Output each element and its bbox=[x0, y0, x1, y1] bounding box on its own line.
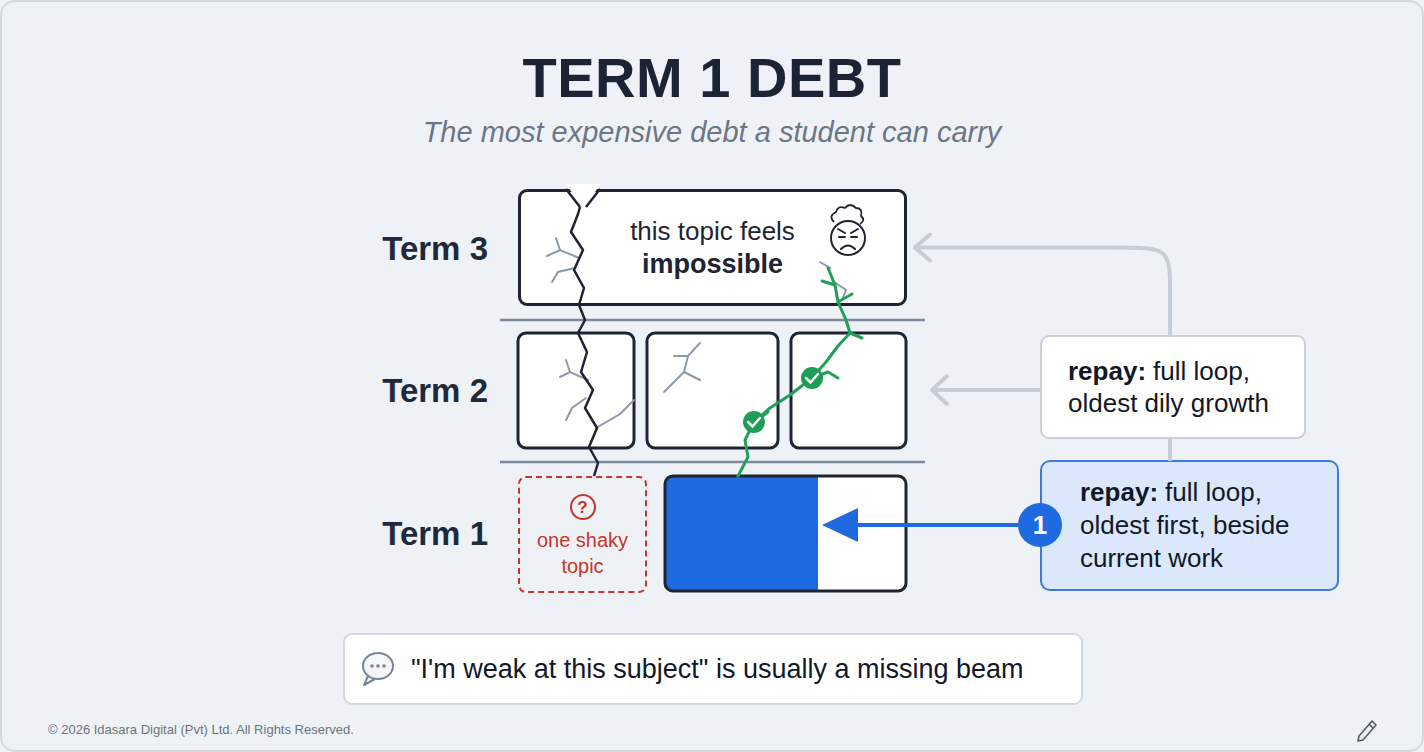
pointer-head bbox=[932, 376, 947, 404]
crack-branch bbox=[684, 372, 700, 380]
pen-band bbox=[1369, 724, 1373, 728]
crack-notch bbox=[566, 184, 600, 210]
face-mouth bbox=[841, 246, 855, 250]
repaid-topic-fill bbox=[665, 476, 818, 591]
crack-branch bbox=[556, 238, 560, 250]
pen-icon bbox=[1358, 721, 1376, 741]
face-outline bbox=[831, 221, 865, 255]
check-badge bbox=[801, 367, 823, 389]
crack-branch bbox=[552, 268, 575, 282]
pointer-line bbox=[932, 388, 1040, 392]
pointer-line bbox=[1168, 438, 1172, 461]
crack-branches bbox=[547, 238, 846, 428]
speech-dot bbox=[376, 664, 380, 668]
copyright-note: © 2026 Idasara Digital (Pvt) Ltd. All Ri… bbox=[48, 723, 354, 736]
crack-branch bbox=[596, 400, 634, 428]
shaky-topic-box: ? one shaky topic bbox=[518, 476, 647, 593]
repair-line bbox=[738, 268, 850, 476]
check-mark bbox=[748, 418, 760, 427]
crack-branch bbox=[547, 250, 579, 258]
topic-block-outline bbox=[665, 476, 906, 591]
pen-body bbox=[1358, 721, 1376, 741]
repay-callout: repay:full loop, oldest dily growth bbox=[1040, 335, 1306, 439]
repair-branch bbox=[838, 294, 852, 302]
callout-number: 1 bbox=[1018, 503, 1062, 547]
callout-number-text: 1 bbox=[1033, 512, 1047, 538]
repay-arrow-head bbox=[822, 508, 858, 542]
crack-branch bbox=[674, 343, 700, 356]
repair-branch bbox=[822, 281, 835, 285]
crack-branch bbox=[566, 398, 586, 420]
topic-emphasis: impossible bbox=[642, 248, 783, 281]
crack-branch bbox=[566, 360, 570, 372]
check-badge bbox=[743, 411, 765, 433]
crack-branch bbox=[664, 356, 688, 392]
speech-dot bbox=[370, 664, 374, 668]
quote-box: "I'm weak at this subject" is usually a … bbox=[343, 633, 1083, 705]
topic-block bbox=[665, 476, 906, 591]
row-label: Term 3 bbox=[382, 232, 488, 265]
crack-edge bbox=[566, 189, 580, 207]
row-label: Term 2 bbox=[382, 374, 488, 407]
face-brows bbox=[838, 229, 858, 233]
term-separator bbox=[500, 319, 925, 322]
text-wrap: repay:full loop, oldest first, beside cu… bbox=[1080, 476, 1310, 575]
row-label: Term 1 bbox=[382, 517, 488, 550]
diagram-title: TERM 1 DEBT bbox=[0, 50, 1424, 106]
speech-icon bbox=[363, 653, 393, 685]
repay-arrow-line bbox=[854, 523, 1018, 527]
repair-branch bbox=[850, 333, 862, 338]
main-crack bbox=[571, 207, 598, 476]
connector-arrow bbox=[915, 248, 1170, 336]
question-mark: ? bbox=[570, 494, 596, 520]
callout-heading: repay: bbox=[1080, 477, 1158, 507]
speech-dot bbox=[382, 664, 386, 668]
topic-block bbox=[518, 333, 634, 448]
frustrated-face bbox=[831, 205, 865, 255]
speech-bubble bbox=[363, 653, 393, 679]
crack-edge bbox=[586, 189, 600, 207]
callout-heading: repay: bbox=[1068, 356, 1146, 386]
topic-block bbox=[791, 333, 906, 448]
face-eyes bbox=[839, 236, 857, 238]
subtitle: The most expensive debt a student can ca… bbox=[423, 118, 1002, 147]
text-wrap: repay:full loop, oldest dily growth bbox=[1068, 355, 1298, 419]
topic-text: this topic feels bbox=[630, 215, 795, 248]
repay-callout-active: repay:full loop, oldest first, beside cu… bbox=[1040, 460, 1339, 591]
quote-text: "I'm weak at this subject" is usually a … bbox=[411, 654, 1024, 685]
term-separator bbox=[500, 461, 925, 464]
shaky-text: one shaky topic bbox=[528, 527, 638, 579]
check-mark bbox=[806, 374, 818, 383]
topic-block bbox=[647, 333, 778, 448]
repair-path bbox=[738, 268, 862, 476]
